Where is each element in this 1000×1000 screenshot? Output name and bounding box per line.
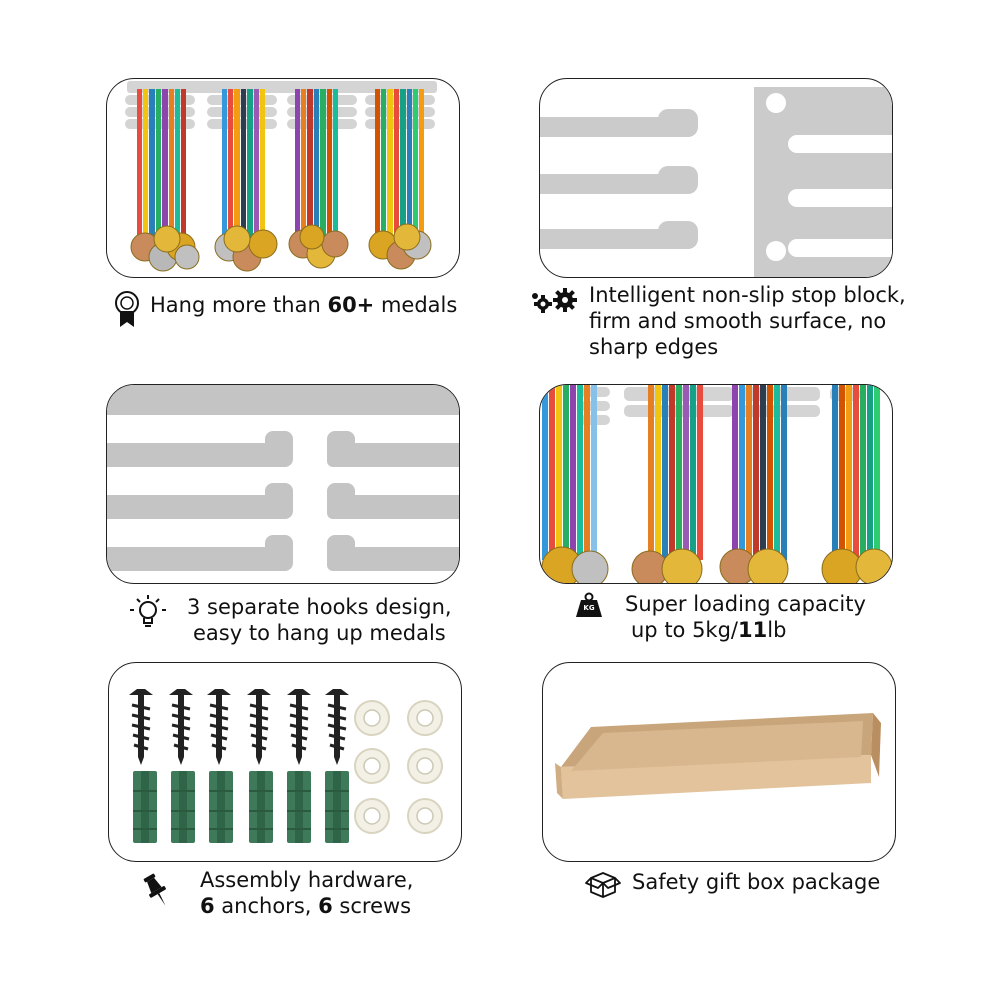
caption-assembly-hardware: Assembly hardware, 6 anchors, 6 screws [200,868,414,918]
weight-icon: KG [575,592,603,618]
lightbulb-icon [130,595,166,627]
separate-hooks-image [107,385,459,571]
panel-loading-capacity [539,384,893,584]
pushpin-icon [143,873,166,906]
panel-separate-hooks [106,384,460,584]
caption-stop-block: Intelligent non-slip stop block, firm an… [589,283,906,359]
panel-assembly-hardware [108,662,462,862]
panel-gift-box [542,662,896,862]
box-icon [585,872,621,898]
assembly-hardware-image [127,687,443,844]
stop-block-image [540,87,892,277]
panel-medal-hanger [106,78,460,278]
panel-stop-block [539,78,893,278]
caption-hang-medals: Hang more than 60+ medals [150,293,458,317]
medal-hanger-image [125,81,437,272]
caption-separate-hooks: 3 separate hooks design, easy to hang up… [187,595,452,645]
gift-box-image [555,713,881,799]
caption-gift-box: Safety gift box package [632,870,881,894]
loading-capacity-image [541,385,892,583]
medal-icon [115,291,139,327]
gears-icon [532,288,577,313]
caption-loading-capacity: Super loading capacity up to 5kg/11lb [625,592,866,642]
